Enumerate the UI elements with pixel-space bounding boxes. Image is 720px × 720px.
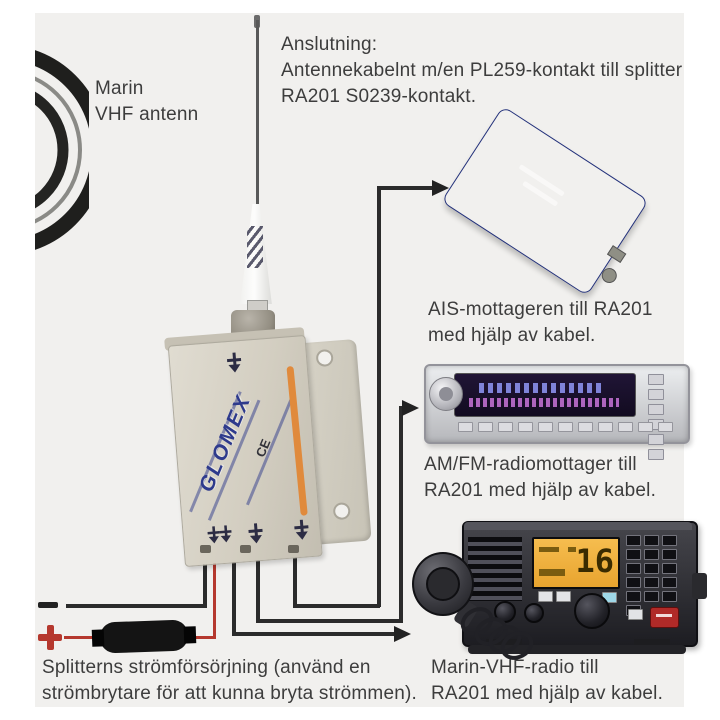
plus-terminal: + — [38, 624, 62, 650]
amfm-arrowhead-icon — [402, 400, 419, 416]
vhf-cable — [232, 548, 236, 636]
down-arrow-icon — [226, 352, 243, 375]
vhf-speaker-vents — [468, 537, 522, 601]
amfm-side-buttons — [648, 374, 682, 460]
minus-terminal — [38, 602, 58, 608]
ais-arrowhead-icon — [432, 180, 449, 196]
microphone-head — [412, 552, 474, 616]
power-negative-wire — [66, 604, 206, 608]
vhf-channel-knob — [574, 593, 610, 629]
vhf-display: 16 — [532, 537, 620, 589]
amfm-bottom-buttons — [458, 422, 673, 432]
ais-cable — [293, 604, 380, 608]
amfm-display-text — [469, 398, 619, 407]
vhf-channel-number: 16 — [575, 542, 614, 580]
vhf-function-button — [628, 609, 643, 620]
amfm-cable — [256, 548, 260, 622]
vhf-function-button — [556, 591, 571, 602]
amfm-cable — [399, 406, 403, 622]
vhf-keypad — [626, 535, 690, 616]
amfm-label-line: RA201 med hjälp av kabel. — [424, 480, 657, 501]
amfm-label: AM/FM-radiomottager till RA201 med hjälp… — [424, 452, 656, 504]
ais-label: AIS-mottageren till RA201 med hjälp av k… — [428, 297, 653, 349]
vhf-function-button — [538, 591, 553, 602]
amfm-label-line: AM/FM-radiomottager till — [424, 454, 637, 475]
antenna-label-line: Marin — [95, 78, 144, 99]
down-arrow-icon — [219, 525, 232, 545]
vhf-mounting-knob — [692, 573, 707, 599]
ais-antenna-connector — [606, 245, 627, 264]
amfm-display-text — [479, 383, 601, 393]
antenna-label-line: VHF antenn — [95, 104, 199, 125]
vhf-volume-knob — [524, 603, 544, 623]
ais-cable — [293, 548, 297, 607]
down-arrow-icon — [248, 523, 264, 546]
ais-cable — [377, 186, 381, 607]
vhf-display-segment — [539, 547, 559, 552]
vhf-display-segment — [539, 569, 565, 576]
power-label-line: Splitterns strömförsörjning (använd en — [42, 657, 371, 678]
antenna-label: Marin VHF antenn — [95, 76, 198, 128]
vhf-bracket-bar — [468, 645, 686, 654]
fuse-holder — [91, 619, 197, 654]
splitter-port — [200, 545, 211, 553]
vhf-radio: 16 — [449, 515, 708, 665]
microphone — [398, 540, 539, 666]
vhf-display-segment — [568, 547, 576, 552]
connection-note-line: Anslutning: — [281, 34, 378, 55]
amfm-cable — [256, 619, 403, 623]
connection-note-line: RA201 S0239-kontakt. — [281, 86, 477, 107]
splitter-device: GLOMEX CE — [159, 320, 382, 573]
power-label-line: strömbrytare för att kunna bryta strömme… — [42, 683, 417, 704]
down-arrow-icon — [294, 519, 310, 542]
ais-receiver — [440, 105, 650, 297]
ais-antenna-connector — [598, 265, 620, 286]
ais-label-line: med hjälp av kabel. — [428, 325, 596, 346]
amfm-display — [454, 373, 636, 417]
power-label: Splitterns strömförsörjning (använd en s… — [42, 655, 417, 707]
vhf-radio-top-trim — [464, 522, 692, 530]
antenna-logo-mark — [247, 226, 263, 268]
vhf-arrowhead-icon — [394, 626, 411, 642]
connection-note-line: Antennekabelnt m/en PL259-kontakt till s… — [281, 60, 683, 81]
vhf-label-line: RA201 med hjälp av kabel. — [431, 683, 664, 704]
vhf-distress-button — [650, 607, 679, 628]
power-negative-wire — [203, 548, 207, 608]
ais-label-line: AIS-mottageren till RA201 — [428, 299, 653, 320]
amfm-radio — [424, 364, 690, 460]
splitter-port — [288, 545, 299, 553]
antenna-whip — [256, 20, 259, 208]
ais-cable — [377, 186, 434, 190]
power-positive-wire — [213, 548, 216, 639]
connection-note: Anslutning: Antennekabelnt m/en PL259-ko… — [281, 32, 682, 110]
vhf-label: Marin-VHF-radio till RA201 med hjälp av … — [431, 655, 663, 707]
ais-receiver-case — [440, 105, 650, 297]
vhf-label-line: Marin-VHF-radio till — [431, 657, 599, 678]
amfm-volume-knob — [429, 377, 463, 411]
vhf-squelch-knob — [494, 601, 516, 623]
vhf-cable — [232, 632, 396, 636]
splitter-port — [240, 545, 251, 553]
cable-coil-icon — [35, 50, 89, 250]
